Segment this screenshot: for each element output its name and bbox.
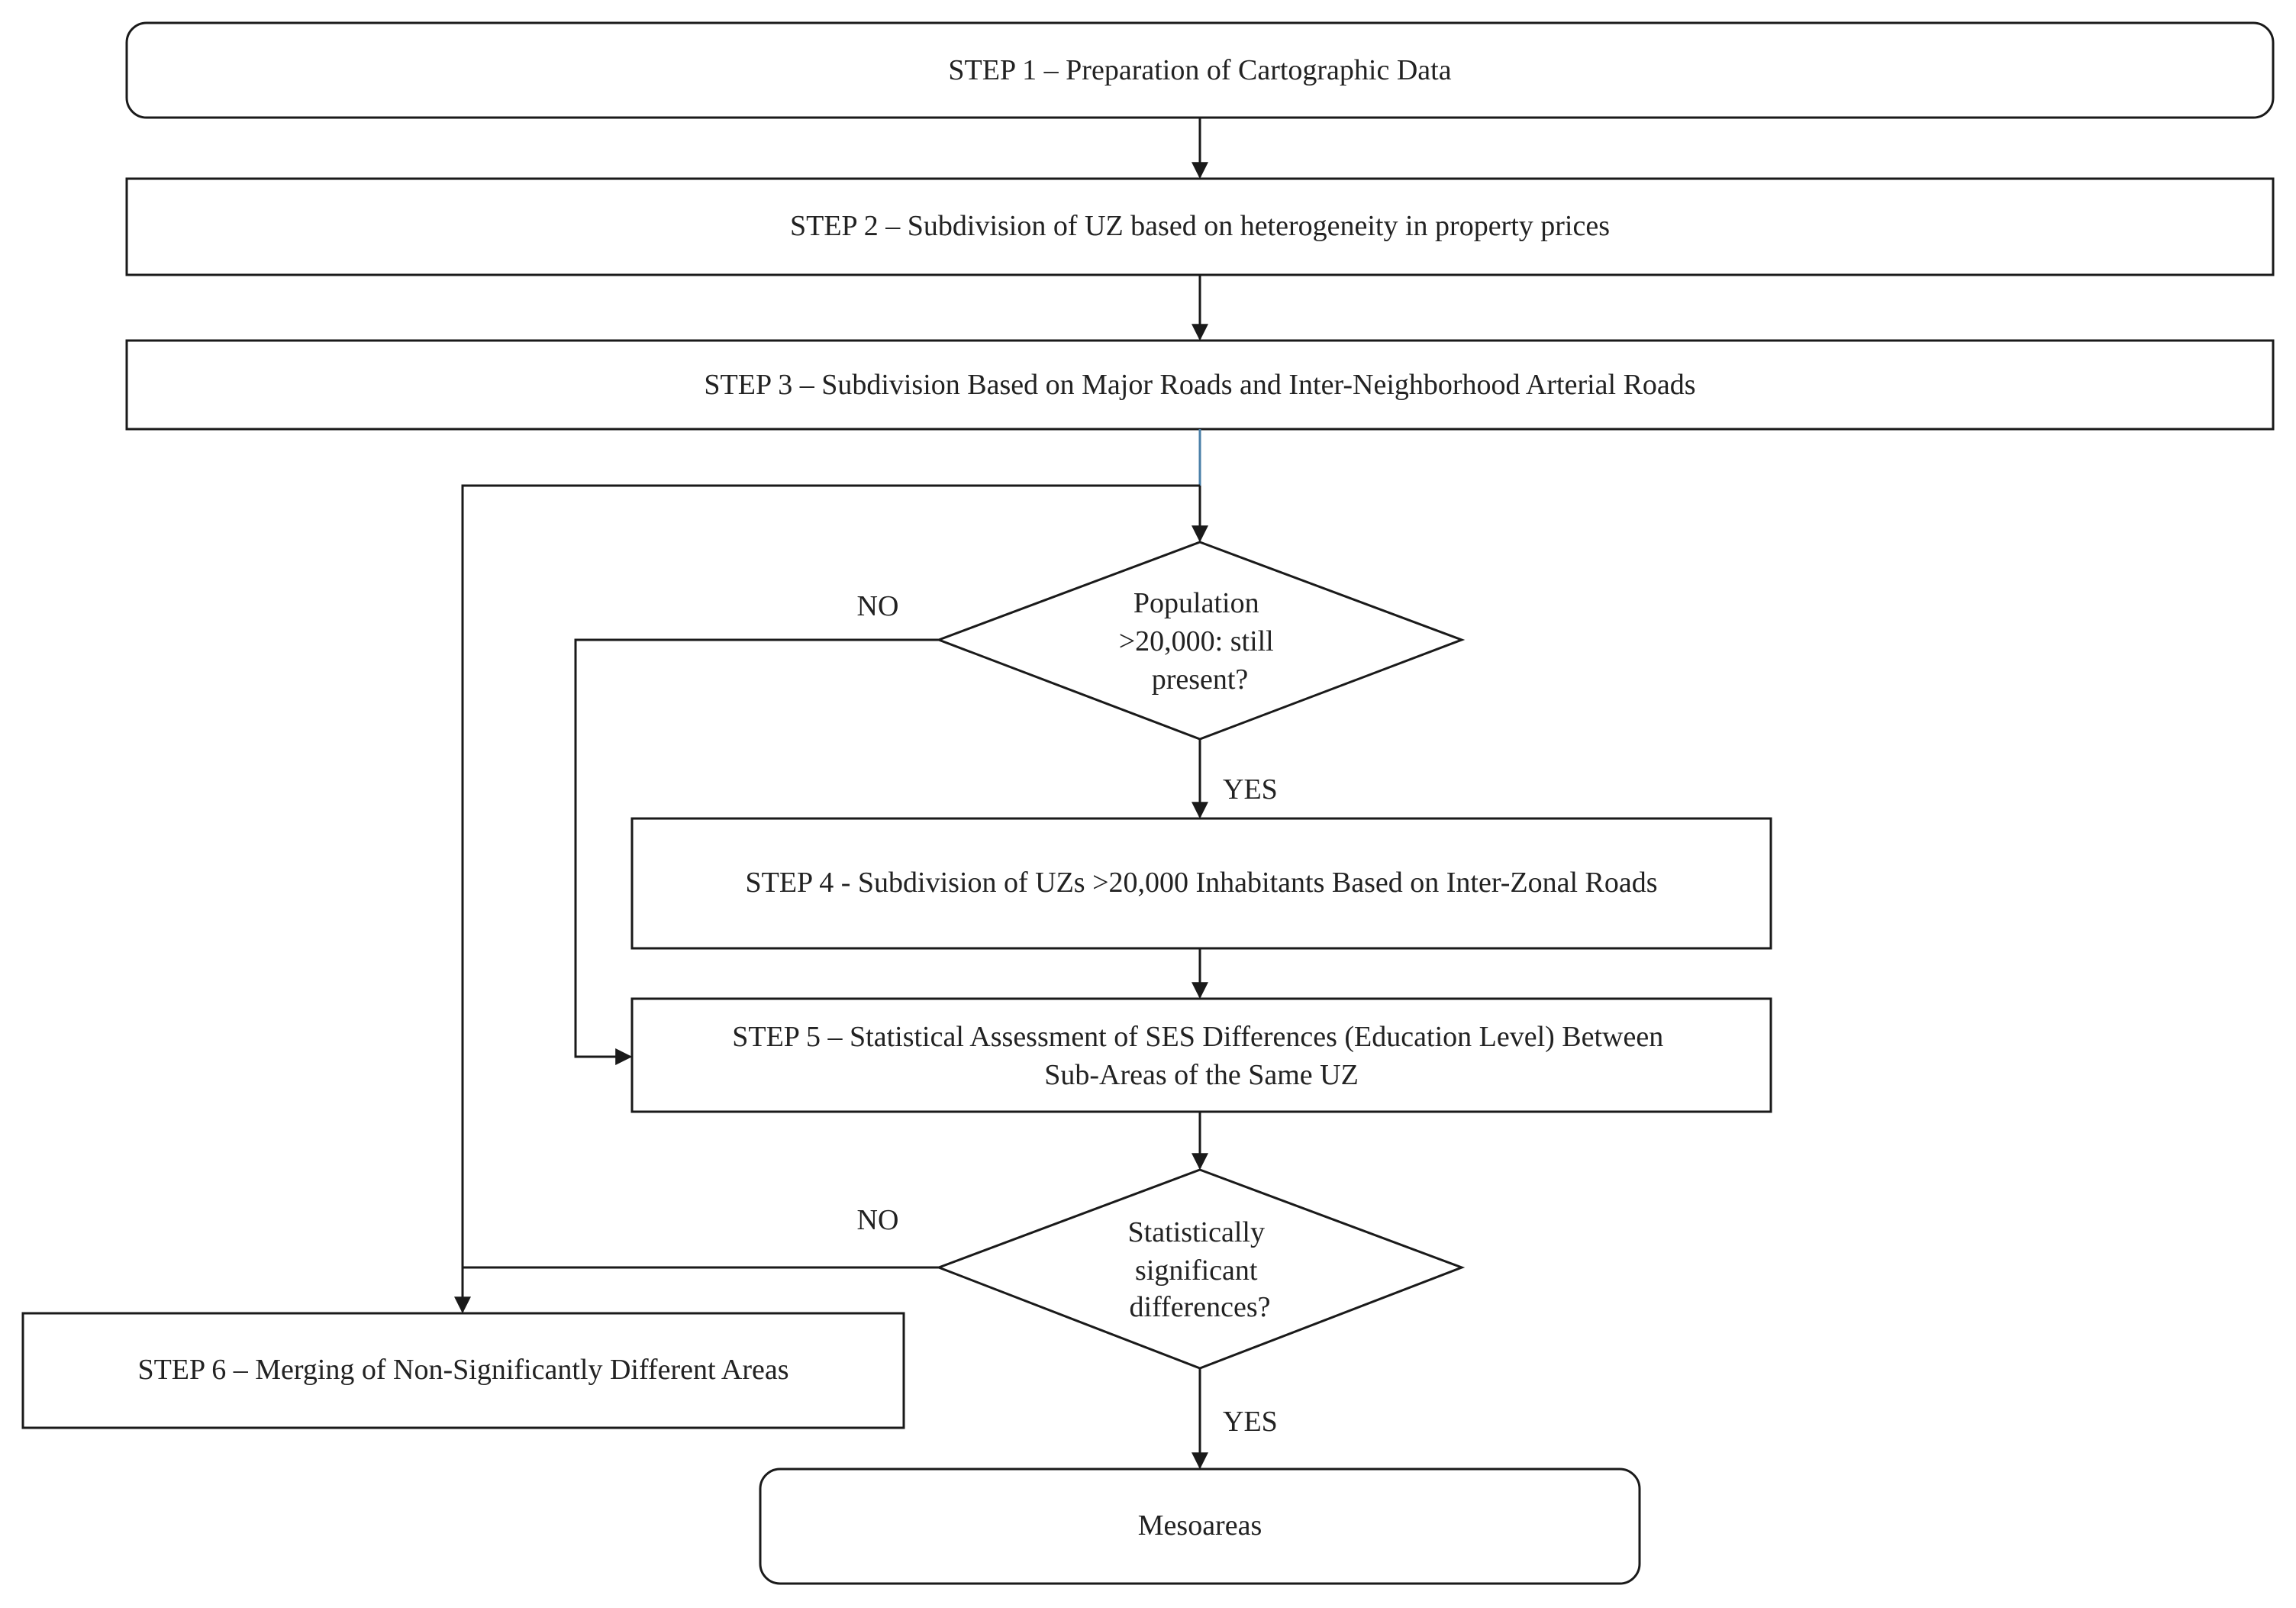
step1-node: STEP 1 – Preparation of Cartographic Dat… — [125, 21, 2275, 119]
decision2-yes-label: YES — [1223, 1406, 1278, 1438]
decision1-line-3: present? — [1152, 664, 1249, 696]
decision1-line-2: >20,000: still — [1119, 625, 1274, 657]
arrow-decision1-no-to-step5 — [574, 638, 939, 1065]
decision1-line-1: Population — [1133, 587, 1259, 619]
decision2-no-label: NO — [857, 1204, 899, 1236]
end-node-mesoareas: Mesoareas — [759, 1468, 1641, 1585]
step2-label: STEP 2 – Subdivision of UZ based on hete… — [790, 210, 1610, 242]
step6-label: STEP 6 – Merging of Non-Significantly Di… — [137, 1354, 788, 1386]
decision1-node: Population >20,000: still present? — [935, 541, 1466, 741]
step1-label: STEP 1 – Preparation of Cartographic Dat… — [948, 54, 1451, 86]
decision1-yes-label: YES — [1223, 773, 1278, 806]
step6-node: STEP 6 – Merging of Non-Significantly Di… — [21, 1312, 905, 1429]
step2-node: STEP 2 – Subdivision of UZ based on hete… — [125, 177, 2275, 276]
decision1-no-label: NO — [857, 590, 899, 622]
step4-label: STEP 4 - Subdivision of UZs >20,000 Inha… — [745, 867, 1657, 899]
end-label: Mesoareas — [1138, 1510, 1262, 1542]
step5-node: STEP 5 – Statistical Assessment of SES D… — [630, 997, 1772, 1113]
decision2-label: Statistically significant differences? — [1128, 1216, 1272, 1323]
decision2-node: Statistically significant differences? — [935, 1168, 1466, 1370]
step5-line-1: STEP 5 – Statistical Assessment of SES D… — [732, 1021, 1663, 1053]
step3-label: STEP 3 – Subdivision Based on Major Road… — [704, 369, 1695, 401]
step4-node: STEP 4 - Subdivision of UZs >20,000 Inha… — [630, 817, 1772, 950]
decision2-line-2: significant — [1135, 1254, 1258, 1287]
step5-line-2: Sub-Areas of the Same UZ — [1044, 1059, 1359, 1091]
decision2-line-3: differences? — [1130, 1291, 1271, 1323]
decision1-label: Population >20,000: still present? — [1119, 587, 1282, 696]
step5-label: STEP 5 – Statistical Assessment of SES D… — [732, 1021, 1670, 1091]
loop-back-line — [461, 484, 1200, 1269]
step3-node: STEP 3 – Subdivision Based on Major Road… — [125, 339, 2275, 431]
decision2-line-1: Statistically — [1128, 1216, 1265, 1248]
